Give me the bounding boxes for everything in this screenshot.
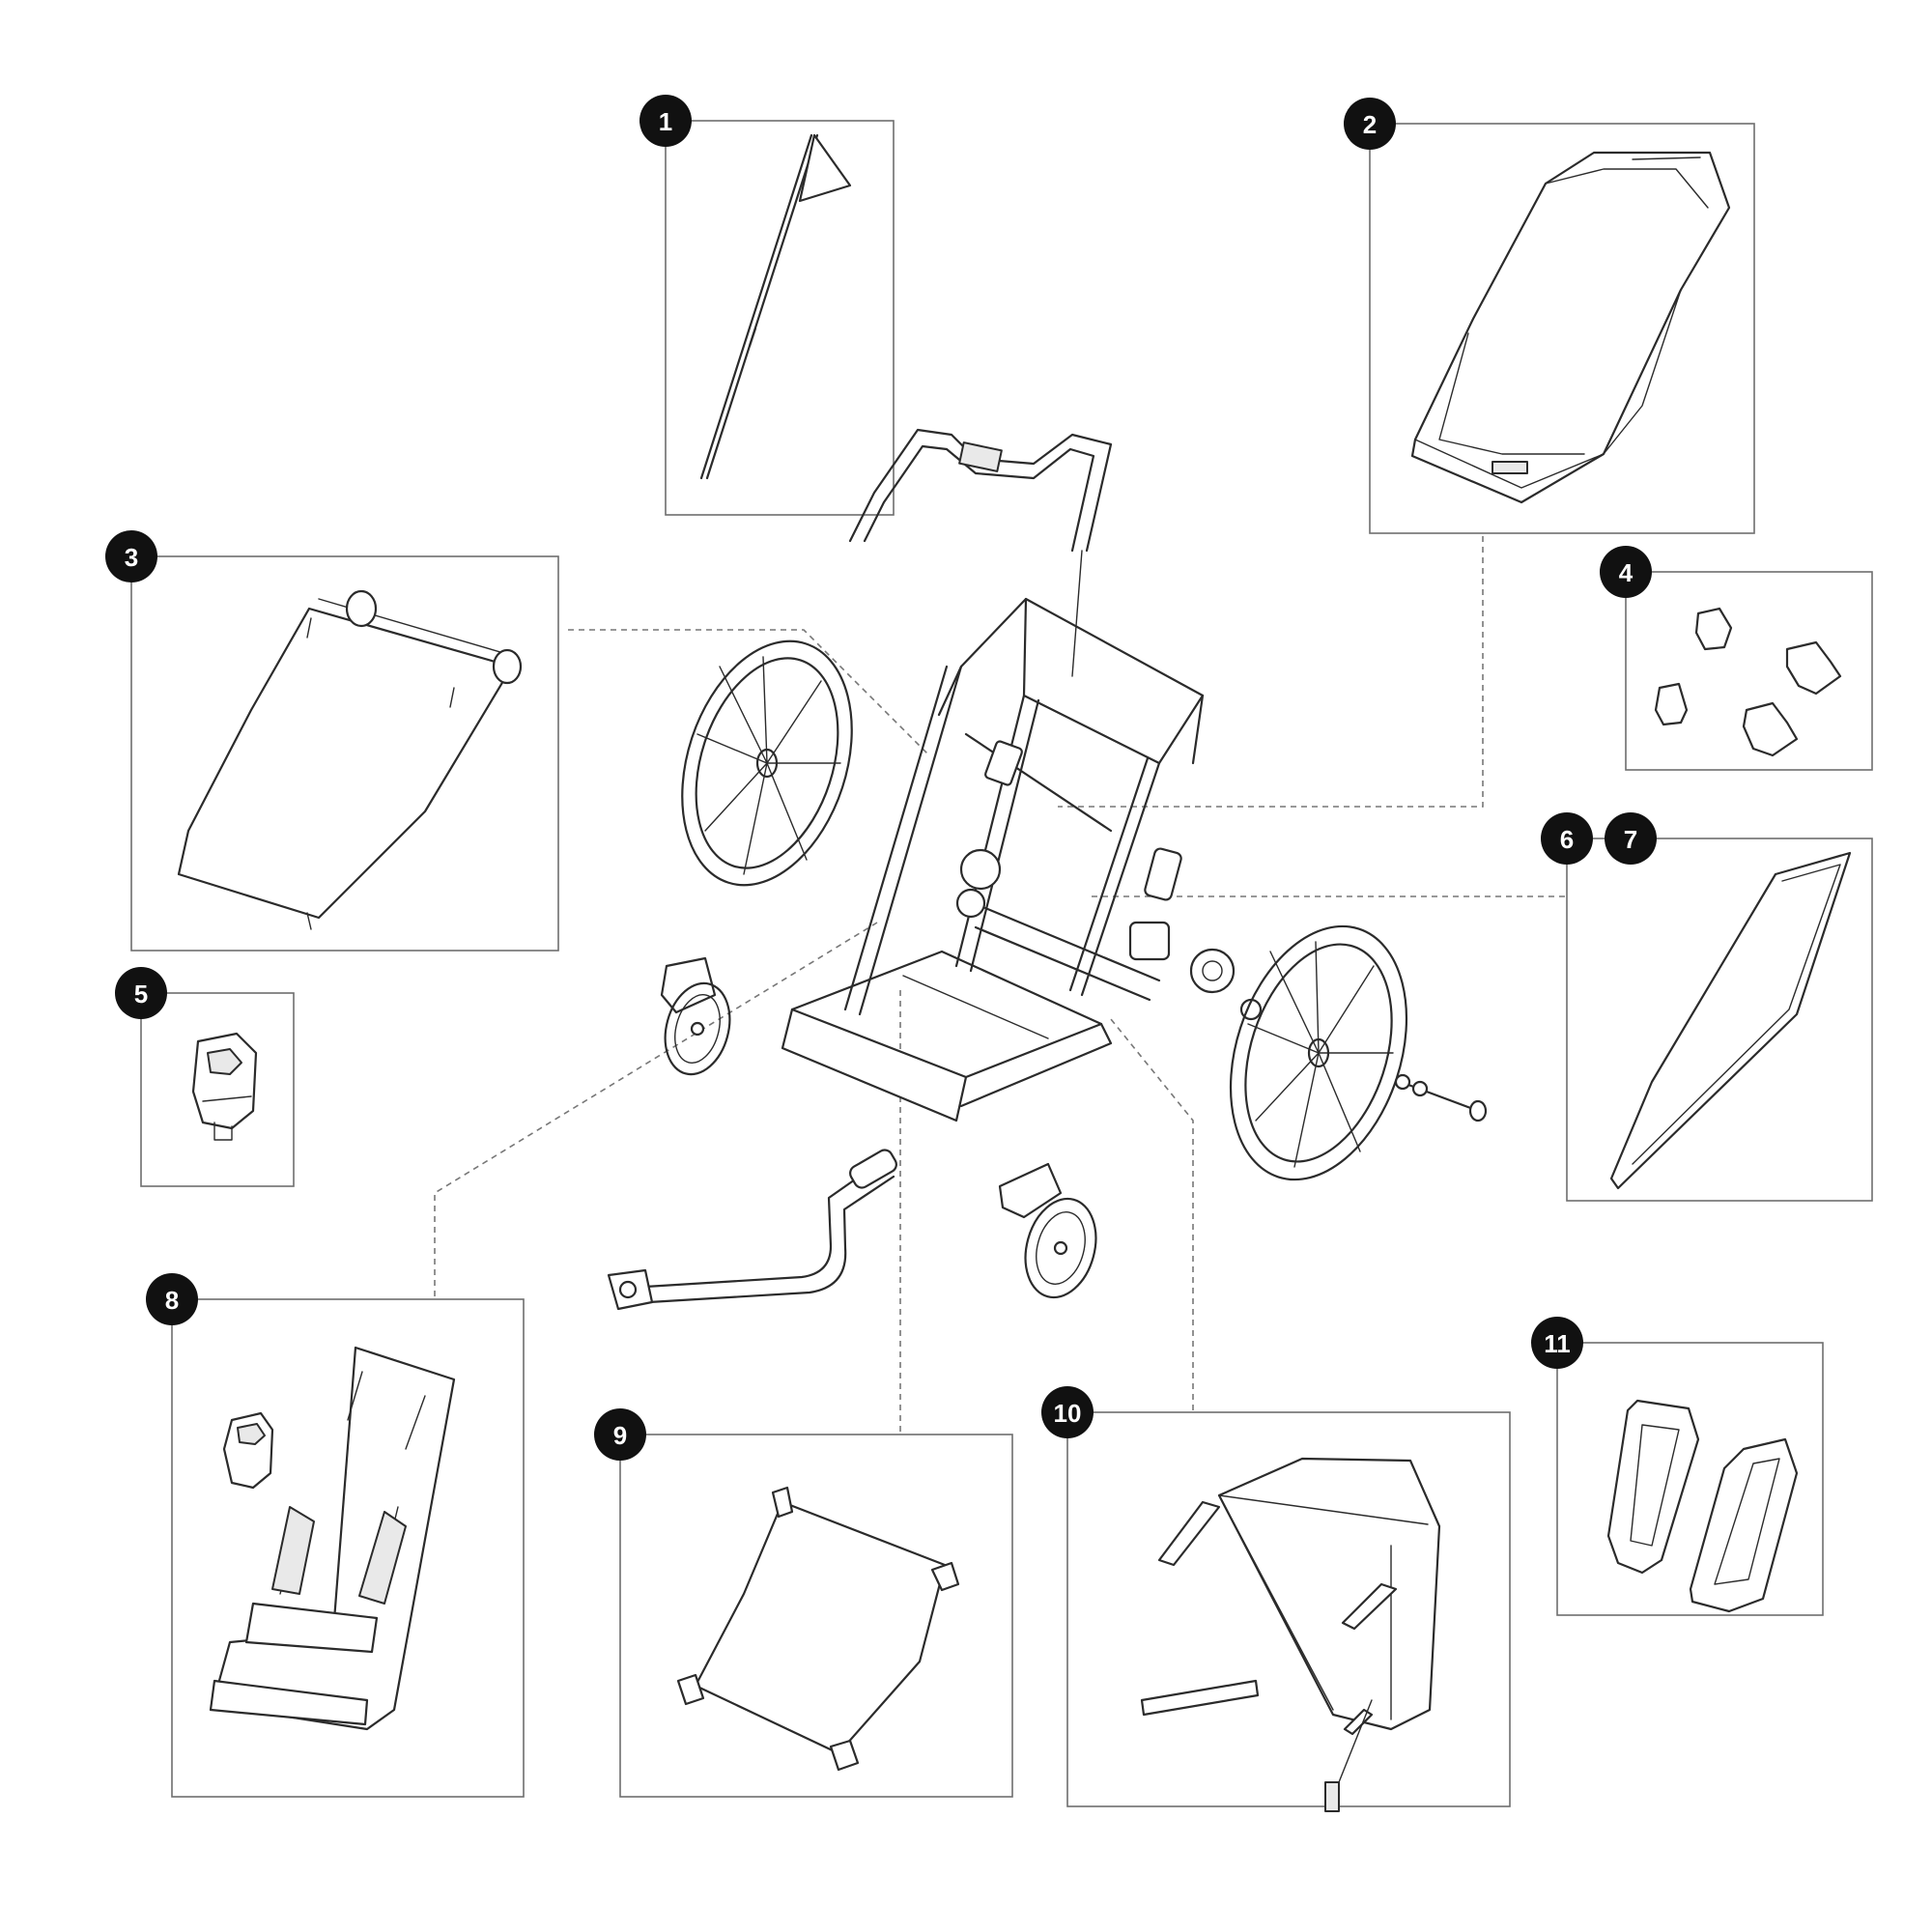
part-box-3 — [130, 555, 559, 952]
callout-5-label: 5 — [134, 980, 148, 1009]
part-box-10 — [1066, 1411, 1511, 1807]
callout-6-label: 6 — [1560, 825, 1574, 854]
callout-9-label: 9 — [613, 1421, 627, 1450]
callout-11-label: 11 — [1544, 1329, 1571, 1358]
part-box-11 — [1556, 1342, 1824, 1616]
leader-8 — [434, 922, 878, 1296]
callout-4: 4 — [1600, 546, 1652, 598]
handle-grips-drawing — [1606, 1399, 1799, 1613]
seat-insert-drawing — [209, 1346, 456, 1731]
callout-4-label: 4 — [1619, 558, 1634, 587]
callout-8: 8 — [146, 1273, 198, 1325]
callout-1: 1 — [639, 95, 692, 147]
clips-drawing — [1654, 607, 1842, 757]
front-wheel-left-drawing — [660, 956, 731, 1076]
part-box-1 — [665, 120, 895, 516]
part-box-5 — [140, 992, 295, 1187]
buckle-drawing — [191, 1032, 258, 1141]
callout-badges: 1 2 3 4 5 6 7 8 — [105, 95, 1657, 1461]
callout-7-label: 7 — [1624, 825, 1637, 854]
leader-3 — [568, 629, 928, 754]
safety-flag-drawing — [699, 133, 852, 480]
tow-arm-drawing — [607, 1149, 897, 1311]
leader-2 — [1058, 536, 1484, 808]
part-box-2 — [1369, 123, 1755, 534]
canopy-cover-drawing — [1410, 151, 1731, 504]
callout-3-label: 3 — [125, 543, 138, 572]
callout-3: 3 — [105, 530, 157, 582]
part-boxes — [130, 120, 1873, 1807]
callout-1-label: 1 — [659, 107, 672, 136]
chassis-assembly-drawing — [781, 428, 1263, 1122]
part-box-9 — [619, 1434, 1013, 1798]
leader-10 — [1110, 1018, 1194, 1410]
front-wheel-right-drawing — [998, 1162, 1097, 1299]
callout-11: 11 — [1531, 1317, 1583, 1369]
callout-5: 5 — [115, 967, 167, 1019]
storage-bag-drawing — [1140, 1457, 1441, 1812]
sun-shade-drawing — [676, 1486, 960, 1772]
callout-2: 2 — [1344, 98, 1396, 150]
leader-lines — [434, 536, 1565, 1432]
left-wheel-drawing — [681, 639, 853, 887]
window-panel-drawing — [1609, 851, 1852, 1190]
callout-9: 9 — [594, 1408, 646, 1461]
callout-8-label: 8 — [165, 1286, 179, 1315]
callout-7: 7 — [1605, 812, 1657, 865]
part-box-8 — [171, 1298, 525, 1798]
callout-2-label: 2 — [1363, 110, 1377, 139]
frame-cover-drawing — [177, 589, 523, 930]
part-box-4 — [1625, 571, 1873, 771]
right-wheel-drawing — [1229, 924, 1488, 1181]
part-box-6-7 — [1566, 838, 1873, 1202]
callout-10: 10 — [1041, 1386, 1094, 1438]
callout-6: 6 — [1541, 812, 1593, 865]
callout-10-label: 10 — [1054, 1399, 1082, 1428]
